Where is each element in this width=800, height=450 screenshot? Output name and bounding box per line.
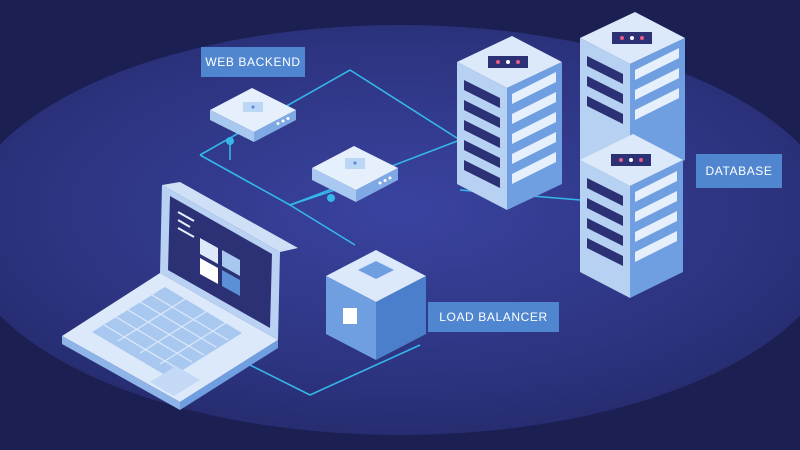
load-balancer-cube xyxy=(326,250,426,360)
web-backend-node-middle xyxy=(312,146,398,202)
database-server-rack-3 xyxy=(580,134,683,298)
database-label: DATABASE xyxy=(696,154,782,188)
load-balancer-label: LOAD BALANCER xyxy=(428,302,559,332)
connector-nodes xyxy=(226,137,335,202)
web-backend-node-top xyxy=(210,88,296,142)
web-backend-label: WEB BACKEND xyxy=(201,47,305,77)
database-server-rack-1 xyxy=(457,36,562,210)
laptop xyxy=(62,182,298,410)
